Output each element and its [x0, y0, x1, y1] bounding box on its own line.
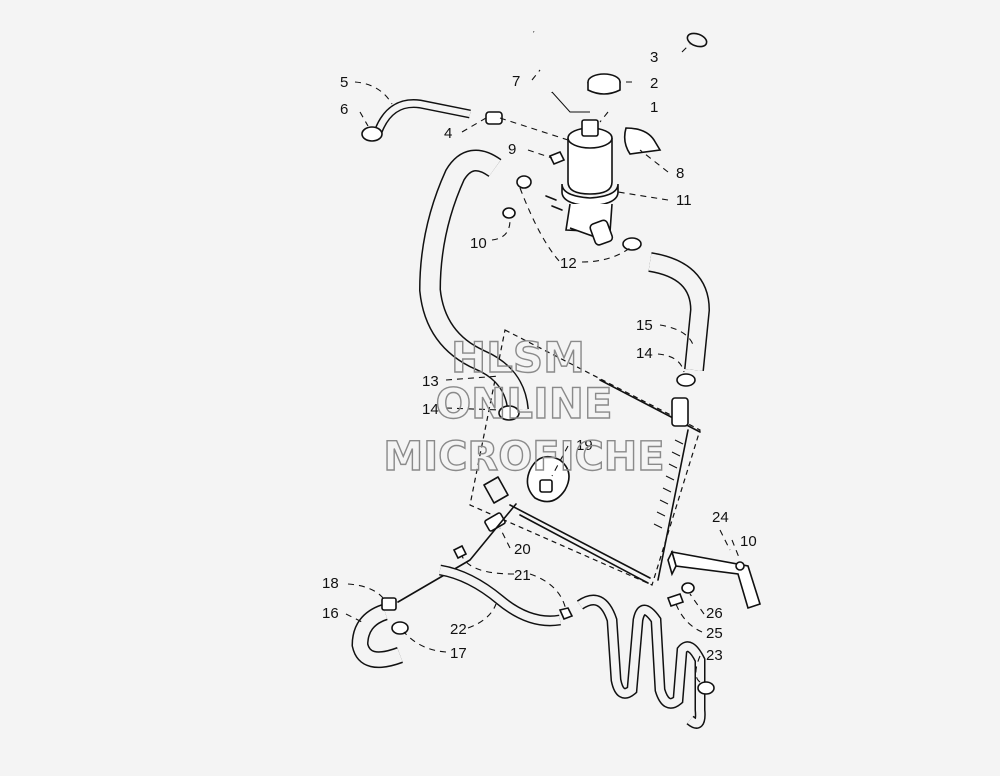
callout-23: 23 [706, 647, 723, 664]
callout-25: 25 [706, 625, 723, 642]
leader-lines [345, 43, 741, 685]
callout-22: 22 [450, 621, 467, 638]
callout-6: 6 [340, 101, 348, 118]
radiator-cap [526, 455, 570, 503]
mount-bracket [666, 549, 761, 610]
callout-11: 11 [676, 192, 692, 209]
callout-13: 13 [422, 373, 439, 390]
callout-17: 17 [450, 645, 467, 662]
callout-19: 19 [576, 437, 593, 454]
tank-cap [587, 73, 621, 95]
spring-clamp [686, 32, 708, 48]
drain-fitting [397, 503, 574, 627]
callout-labels: 1 2 3 4 5 6 7 8 9 10 10 11 12 13 14 14 1… [322, 49, 757, 664]
vent-hose [532, 29, 590, 113]
callout-26: 26 [706, 605, 723, 622]
tank-return-hose [622, 237, 711, 387]
callout-5: 5 [340, 74, 348, 91]
expansion-tank [545, 119, 619, 246]
callout-12: 12 [560, 255, 577, 272]
radiator [469, 329, 701, 586]
callout-10-upper: 10 [470, 235, 487, 252]
callout-14-right: 14 [636, 345, 653, 362]
callout-2: 2 [650, 75, 658, 92]
watermark-line-1: HLSM [451, 333, 585, 382]
elbow-hose [351, 597, 409, 669]
callout-21: 21 [514, 567, 531, 584]
callout-4: 4 [444, 125, 452, 142]
overflow-hose [361, 99, 569, 142]
callout-18: 18 [322, 575, 339, 592]
callout-14-left: 14 [422, 401, 439, 418]
callout-3: 3 [650, 49, 658, 66]
watermark: HLSM ONLINE MICROFICHE [383, 332, 666, 480]
callout-7: 7 [512, 73, 520, 90]
screw-and-nut [502, 150, 566, 219]
watermark-line-2: ONLINE [435, 379, 612, 428]
callout-20: 20 [514, 541, 531, 558]
callout-9: 9 [508, 141, 516, 158]
callout-15: 15 [636, 317, 653, 334]
callout-24: 24 [712, 509, 729, 526]
callout-10-lower: 10 [740, 533, 757, 550]
upper-hose [418, 149, 529, 421]
serpentine-hose [576, 594, 715, 729]
watermark-line-3: MICROFICHE [383, 434, 664, 480]
callout-8: 8 [676, 165, 684, 182]
bracket-strap [623, 127, 662, 155]
callout-1: 1 [650, 99, 658, 116]
callout-16: 16 [322, 605, 339, 622]
